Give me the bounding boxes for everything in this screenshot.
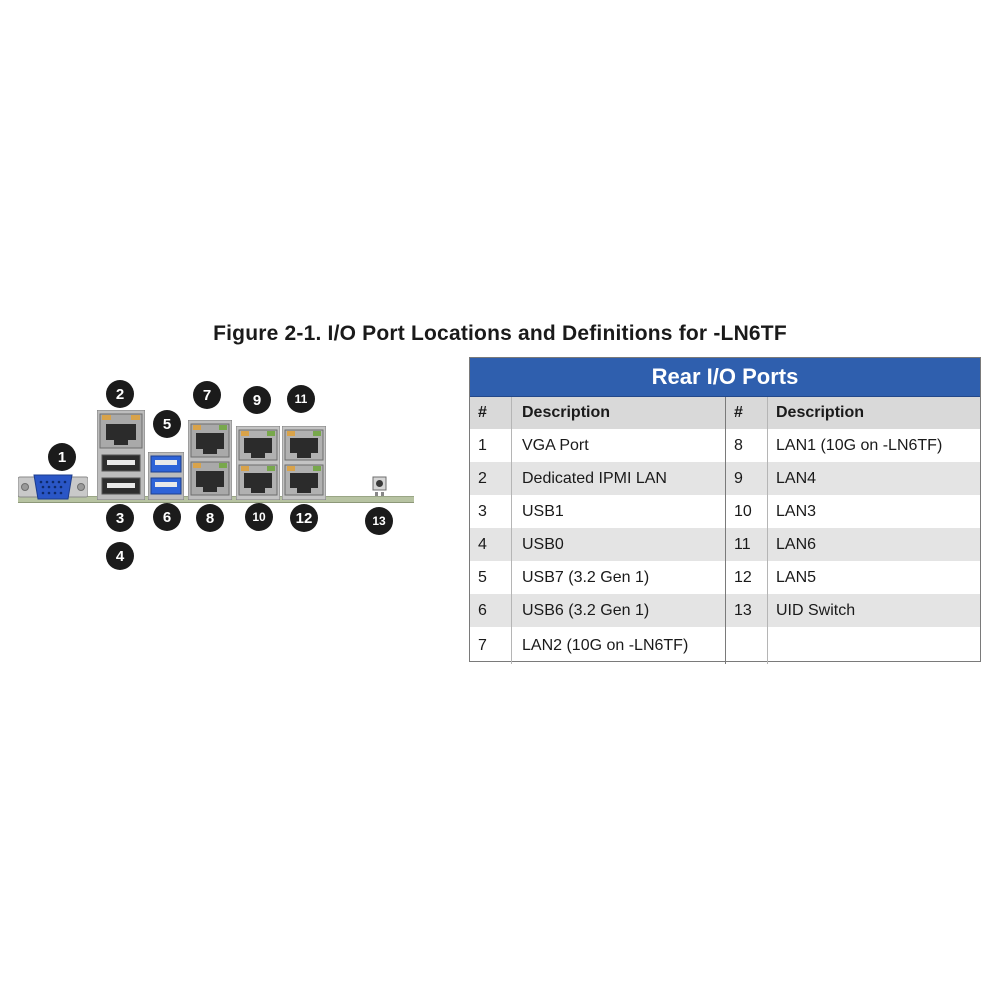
table-row: 1 VGA Port 8 LAN1 (10G on -LN6TF) [470,429,980,462]
port-number: 10 [726,495,768,528]
table-row: 4 USB0 11 LAN6 [470,528,980,561]
callout-11: 11 [287,385,315,413]
port-description [768,627,980,664]
port-number: 12 [726,561,768,594]
port-description: LAN2 (10G on -LN6TF) [512,627,726,664]
port-number: 11 [726,528,768,561]
usb3-stack [148,452,184,500]
lan-stack-11-12 [282,426,326,500]
vga-port-icon [18,474,88,500]
table-header: Rear I/O Ports [470,358,980,397]
port-description: USB6 (3.2 Gen 1) [512,594,726,627]
callout-5: 5 [153,410,181,438]
table-column-headers: # Description # Description [470,397,980,429]
port-description: UID Switch [776,601,856,619]
callout-2: 2 [106,380,134,408]
callout-3: 3 [106,504,134,532]
callout-10: 10 [245,503,273,531]
table-row: 5 USB7 (3.2 Gen 1) 12 LAN5 [470,561,980,594]
port-description: USB0 [512,528,726,561]
port-number: 13 [726,594,768,627]
rear-io-panel-diagram: 1 2 3 4 5 6 7 8 9 10 11 12 13 [0,370,460,570]
callout-12: 12 [290,504,318,532]
port-description: USB7 (3.2 Gen 1) [512,561,726,594]
column-header-number: # [470,397,512,429]
lan-stack-7-8 [188,420,232,500]
port-number: 4 [470,528,512,561]
port-number: 9 [726,462,768,495]
port-description: LAN4 [776,469,817,487]
ipmi-usb-stack [97,410,145,500]
column-header-number: # [726,397,768,429]
port-number: 7 [470,627,512,664]
callout-8: 8 [196,504,224,532]
port-number: 5 [470,561,512,594]
table-row: 7 LAN2 (10G on -LN6TF) [470,627,980,664]
port-description: LAN6 [776,535,817,553]
port-description: USB1 [512,495,726,528]
port-description: LAN3 [776,502,817,520]
column-header-description: Description [776,404,865,421]
port-number: 1 [470,429,512,462]
table-row: 2 Dedicated IPMI LAN 9 LAN4 [470,462,980,495]
column-header-description: Description [512,397,726,429]
figure-title: Figure 2-1. I/O Port Locations and Defin… [213,322,787,345]
port-description: Dedicated IPMI LAN [512,462,726,495]
callout-6: 6 [153,503,181,531]
port-description: VGA Port [512,429,726,462]
callout-4: 4 [106,542,134,570]
port-description: LAN5 [776,568,817,586]
port-number: 3 [470,495,512,528]
uid-switch-icon [372,476,387,496]
port-description: LAN1 (10G on -LN6TF) [776,436,943,454]
lan-stack-9-10 [236,426,280,500]
port-number [726,627,768,664]
callout-1: 1 [48,443,76,471]
rear-io-ports-table: Rear I/O Ports # Description # Descripti… [469,357,981,664]
port-number: 2 [470,462,512,495]
port-number: 6 [470,594,512,627]
callout-7: 7 [193,381,221,409]
table-row: 6 USB6 (3.2 Gen 1) 13 UID Switch [470,594,980,627]
table-row: 3 USB1 10 LAN3 [470,495,980,528]
callout-9: 9 [243,386,271,414]
port-number: 8 [726,429,768,462]
callout-13: 13 [365,507,393,535]
